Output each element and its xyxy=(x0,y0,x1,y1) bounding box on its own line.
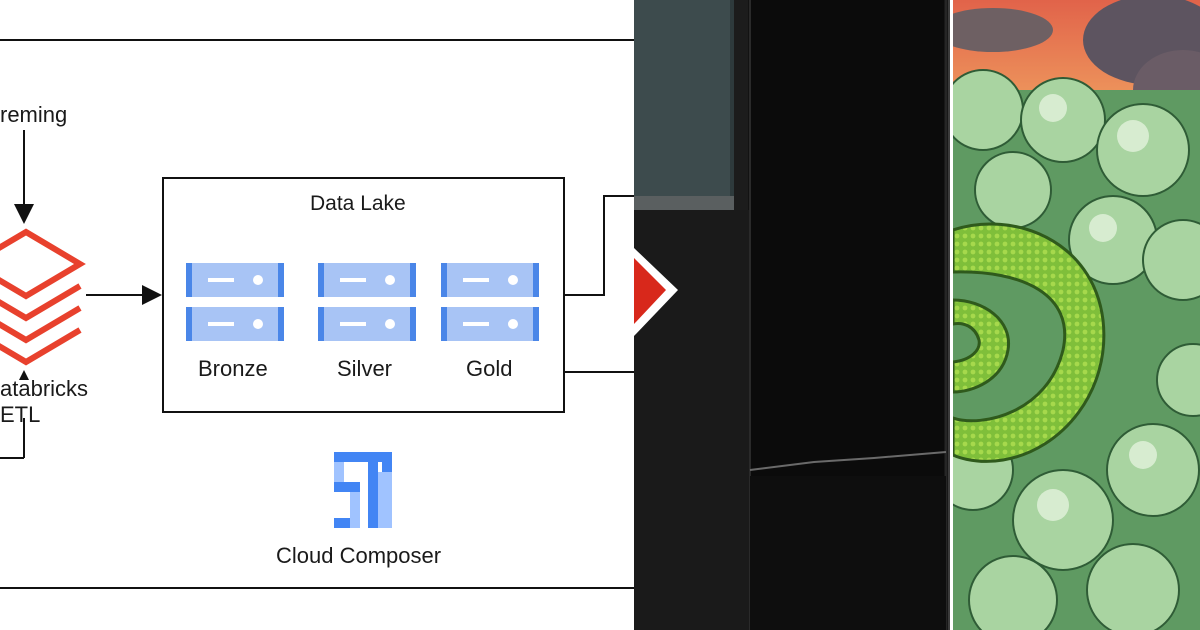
diagram-canvas xyxy=(0,39,634,589)
server-icon-gold xyxy=(441,263,539,341)
tier-label-silver: Silver xyxy=(337,356,393,381)
photo-panel-dark-door xyxy=(634,0,950,630)
lake-output-connector-top xyxy=(564,195,634,296)
panel-divider xyxy=(950,0,953,630)
snake-illustration xyxy=(953,0,1200,630)
door-photo xyxy=(634,0,950,630)
cloud-composer-icon xyxy=(334,452,392,528)
cloud-composer-label: Cloud Composer xyxy=(276,543,442,568)
loop-arrowhead xyxy=(19,370,29,380)
data-lake-title: Data Lake xyxy=(310,192,406,215)
server-icon-bronze xyxy=(186,263,284,341)
server-icon-silver xyxy=(318,263,416,341)
etl-label-line1: atabricks xyxy=(0,376,89,401)
tier-label-gold: Gold xyxy=(466,356,513,381)
architecture-diagram-panel: reming atabricks ETL Data Lake Bronze Si… xyxy=(0,39,634,589)
etl-label-line2: ETL xyxy=(0,402,41,427)
databricks-icon xyxy=(0,228,86,366)
illustration-panel-snake xyxy=(953,0,1200,630)
tier-label-bronze: Bronze xyxy=(198,356,268,381)
streaming-source-label: reming xyxy=(0,102,68,127)
